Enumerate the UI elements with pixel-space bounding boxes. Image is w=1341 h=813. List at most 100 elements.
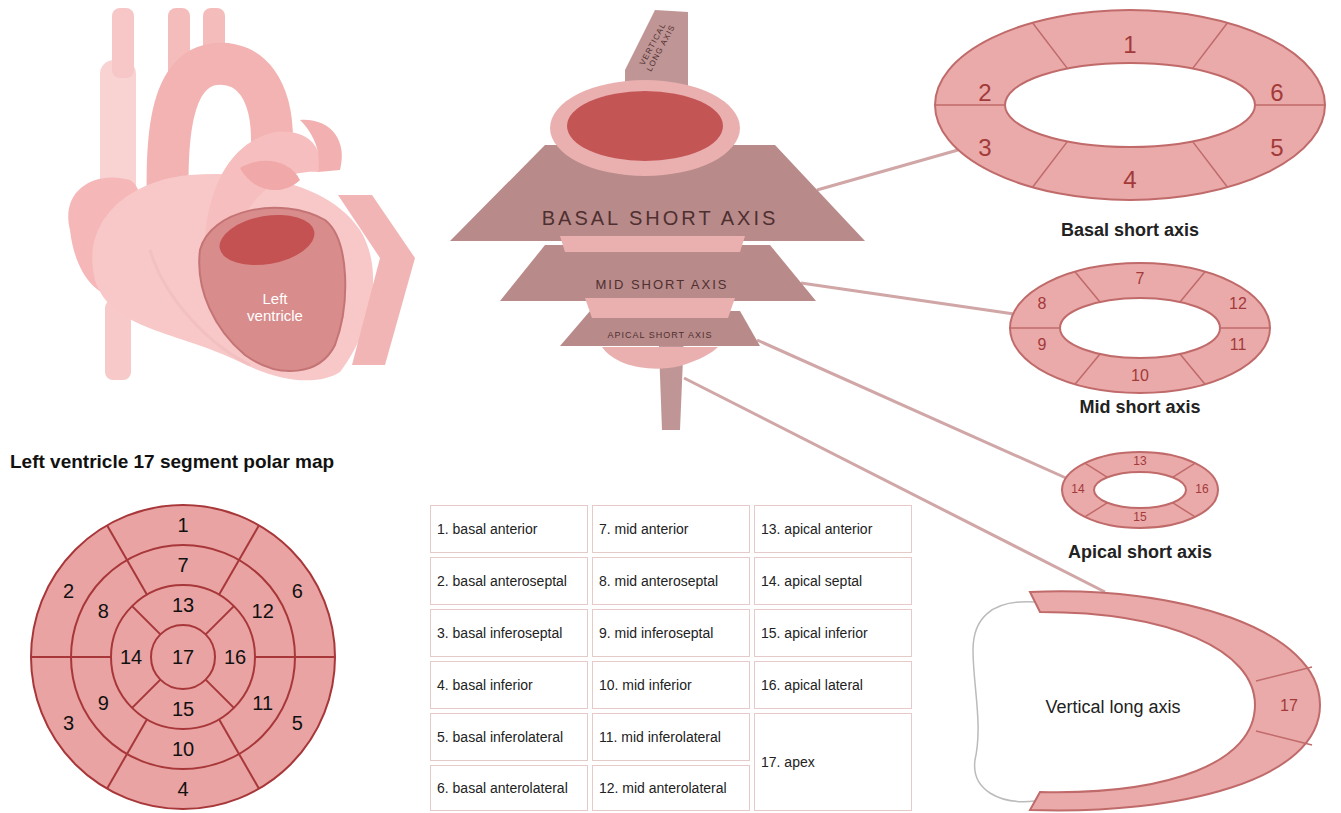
segment-number: 9: [98, 692, 109, 715]
drawing-part: [206, 606, 234, 634]
drawing-part: [1255, 104, 1325, 106]
drawing-part: [1075, 272, 1100, 302]
segment-number: 5: [292, 712, 303, 735]
drawing-part: [107, 525, 147, 594]
drawing-part: [151, 625, 215, 689]
drawing-part: [1085, 463, 1108, 477]
drawing-part: [1085, 503, 1108, 517]
table-cell: 4. basal inferior: [430, 661, 588, 709]
drawing-part: [1180, 354, 1205, 384]
drawing-part: [31, 656, 111, 658]
leader-line: [801, 283, 1014, 314]
segment-number: 6: [1270, 79, 1283, 107]
bracket: [338, 195, 415, 365]
drawing-part: [107, 719, 147, 788]
segment-number: 8: [1038, 295, 1047, 313]
drawing-part: [1173, 463, 1196, 477]
drawing-part: [1180, 272, 1205, 302]
drawing-part: [1033, 141, 1068, 187]
drawing-part: [1060, 298, 1220, 358]
drawing-part: [1193, 23, 1228, 69]
segment-number: 2: [63, 580, 74, 603]
drawing-part: [1094, 472, 1186, 508]
plane-label: MID SHORT AXIS: [596, 278, 729, 293]
segment-number: 6: [292, 580, 303, 603]
table-cell: 16. apical lateral: [754, 661, 912, 709]
view-title: Apical short axis: [1068, 542, 1212, 563]
drawing-part: [550, 80, 740, 176]
polar-map: Left ventricle 17 segment polar map12345…: [0, 445, 420, 813]
table-cell: 14. apical septal: [754, 557, 912, 605]
segment-number: 15: [1133, 511, 1146, 525]
drawing-part: [1193, 141, 1228, 187]
drawing-part: [1256, 731, 1312, 745]
table-cell: 17. apex: [754, 713, 912, 811]
segment-number: 1: [1123, 31, 1136, 59]
segment-number: 14: [120, 646, 142, 669]
drawing-part: [935, 10, 1325, 200]
drawing-part: [255, 656, 335, 658]
segment-number: 5: [1270, 134, 1283, 162]
drawing-part: [219, 719, 259, 788]
segment-number: 8: [98, 600, 109, 623]
drawing-part: [567, 91, 723, 161]
part-label: Left ventricle: [239, 290, 311, 325]
segment-number: 17: [172, 646, 194, 669]
heart: [68, 8, 373, 380]
segment-number: 7: [177, 554, 188, 577]
left-ventricle-shape-outline: [185, 195, 350, 380]
plane-label: APICAL SHORT AXIS: [608, 330, 713, 340]
drawing-part: [240, 161, 300, 190]
drawing-part: [132, 680, 160, 708]
table-cell: 9. mid inferoseptal: [592, 609, 750, 657]
segment-number: 4: [1123, 166, 1136, 194]
segment-number: 17: [1280, 697, 1298, 715]
short-axis-ring: 789101112Mid short axis: [1005, 258, 1275, 423]
segment-number: 4: [177, 778, 188, 801]
segment-number: 2: [978, 79, 991, 107]
drawing-part: [560, 236, 745, 252]
segment-number: 1: [177, 514, 188, 537]
short-axis-plane-outline: [560, 311, 760, 346]
drawing-part: [300, 120, 342, 172]
table-cell: 15. apical inferior: [754, 609, 912, 657]
drawing-part: [199, 208, 345, 371]
table-cell: 12. mid anterolateral: [592, 765, 750, 811]
drawing-part: [216, 208, 319, 272]
left-ventricle-shape: Left ventricle: [185, 195, 350, 380]
drawing-part: [935, 104, 1005, 106]
drawing-part: [1173, 503, 1196, 517]
drawing-part: [602, 347, 718, 369]
drawing-part: [1075, 354, 1100, 384]
segment-number: 9: [1038, 336, 1047, 354]
table-cell: 11. mid inferolateral: [592, 713, 750, 761]
segment-number: 16: [224, 646, 246, 669]
short-axis-plane: MID SHORT AXIS: [500, 245, 816, 301]
table-cell: 13. apical anterior: [754, 505, 912, 553]
segment-number: 10: [172, 738, 194, 761]
short-axis-ring: 123456Basal short axis: [930, 8, 1330, 243]
drawing-part: [111, 585, 255, 729]
table-cell: 7. mid anterior: [592, 505, 750, 553]
drawing-part: [1062, 452, 1218, 528]
segment-number: 13: [172, 594, 194, 617]
short-axis-ring: 13141516Apical short axis: [1060, 448, 1220, 566]
short-axis-plane: APICAL SHORT AXIS: [560, 311, 760, 346]
table-cell: 5. basal inferolateral: [430, 713, 588, 761]
drawing-part: [1033, 23, 1068, 69]
segment-number: 7: [1136, 270, 1145, 288]
short-axis-plane-outline: [500, 245, 816, 301]
drawing-part: [1010, 263, 1270, 393]
segment-number: 15: [172, 698, 194, 721]
drawing-part: [31, 505, 335, 809]
segment-number: 12: [252, 600, 274, 623]
drawing-part: [560, 311, 760, 346]
drawing-part: [206, 680, 234, 708]
leader-line: [757, 340, 1066, 478]
segment-number: 12: [1229, 295, 1247, 313]
short-axis-plane: BASAL SHORT AXIS: [450, 145, 865, 241]
segment-number: 16: [1195, 483, 1208, 497]
view-title: Left ventricle 17 segment polar map: [10, 451, 334, 473]
segment-number: 3: [978, 134, 991, 162]
segment-number: 3: [63, 712, 74, 735]
